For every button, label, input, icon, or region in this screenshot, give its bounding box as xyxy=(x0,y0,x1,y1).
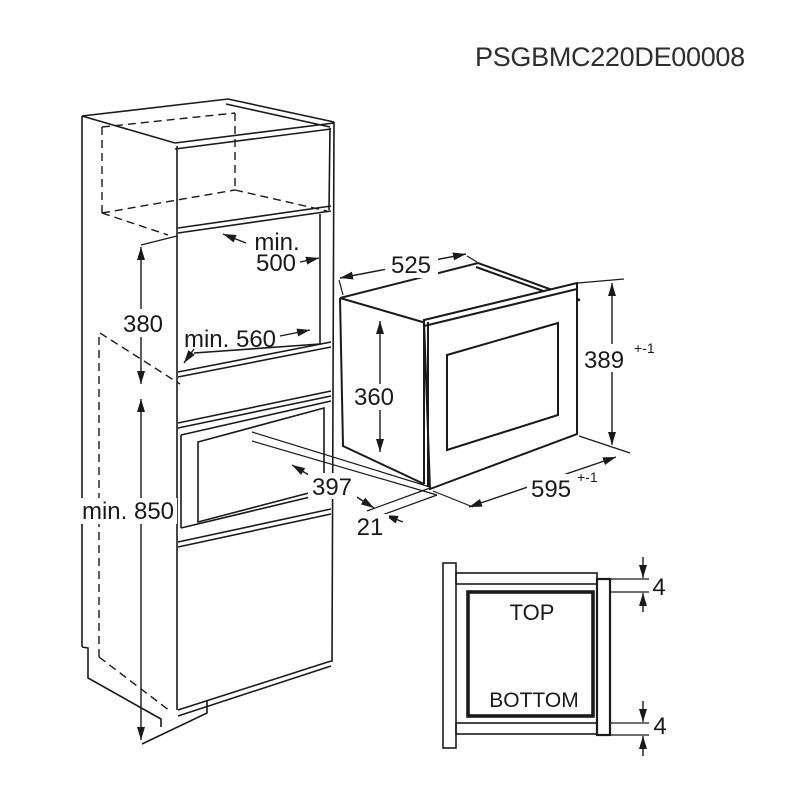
arrow-niche-depth-right xyxy=(299,256,320,265)
dim-depth-with-front: 397 xyxy=(312,474,352,501)
oven-door-window xyxy=(197,406,325,524)
oven-door xyxy=(180,400,332,529)
detail-bottom-label: BOTTOM xyxy=(489,689,578,712)
dim-door-thickness: 21 xyxy=(357,514,384,541)
microwave-door-edge xyxy=(423,288,578,487)
dim-front-height-tolerance: +-1 xyxy=(634,340,655,356)
arrow-niche-width-right xyxy=(279,328,311,337)
detail-side-panel xyxy=(442,562,457,749)
microwave-drawing xyxy=(339,261,581,491)
cabinet-hidden-edges xyxy=(98,112,328,712)
dim-floor-height: min. 850 xyxy=(82,498,174,525)
dim-front-width: 595 xyxy=(531,476,571,503)
dim-body-height: 360 xyxy=(354,384,394,411)
dim-niche-width: min. 560 xyxy=(184,326,276,353)
cabinet-drawing xyxy=(81,98,335,745)
dim-gap-top: 4 xyxy=(652,574,665,601)
detail-top-shelf xyxy=(455,572,598,585)
label-masks xyxy=(80,252,656,539)
detail-door-front xyxy=(595,577,612,737)
cabinet-outline xyxy=(81,98,335,710)
dim-front-width-tolerance: +-1 xyxy=(577,469,598,485)
extension-lines xyxy=(140,235,649,736)
detail-bottom-shelf xyxy=(455,722,598,735)
dim-appliance-depth: 525 xyxy=(391,252,431,279)
arrow-niche-depth-left xyxy=(222,233,247,244)
detail-top-label: TOP xyxy=(510,600,555,625)
clearance-detail-drawing xyxy=(442,562,612,749)
microwave-door-window xyxy=(446,321,559,452)
detail-appliance-box xyxy=(466,590,595,718)
cabinet-plinth xyxy=(81,646,208,745)
dim-front-height: 389 xyxy=(584,347,624,374)
drawing-title: PSGBMC220DE00008 xyxy=(475,42,745,72)
arrow-niche-width-left xyxy=(183,348,195,364)
dim-gap-bottom: 4 xyxy=(653,713,666,740)
dim-niche-depth-line2: 500 xyxy=(256,250,296,277)
cabinet-niche-interior xyxy=(193,214,321,354)
cabinet-front-panels xyxy=(177,205,332,717)
dim-niche-height: 380 xyxy=(123,311,163,338)
dim-niche-depth-line1: min. xyxy=(254,229,299,256)
